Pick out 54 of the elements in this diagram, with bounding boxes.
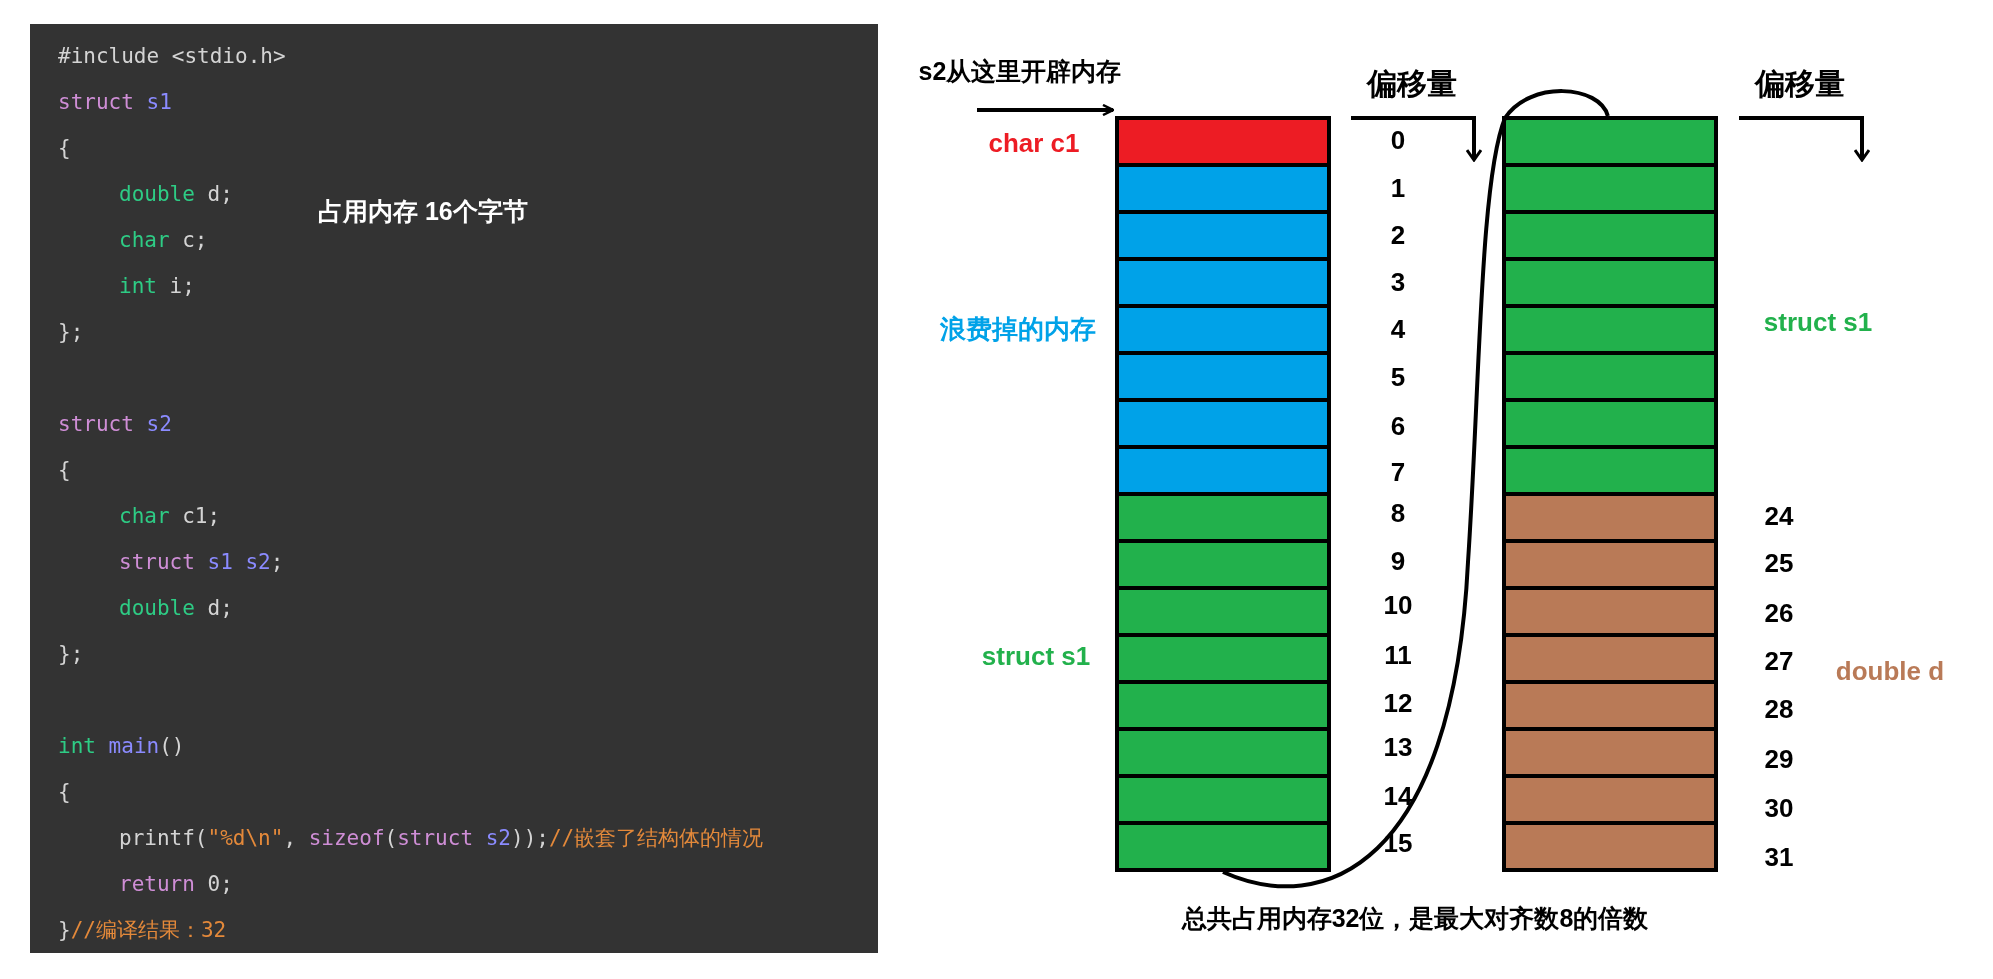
code-line: }; [58, 642, 84, 666]
offset-number: 0 [1390, 124, 1406, 156]
code-line: struct s1 [58, 90, 172, 114]
offset-number: 12 [1383, 687, 1413, 719]
offset-number: 1 [1390, 172, 1406, 204]
field-label: struct s1 [1763, 306, 1873, 338]
code-line: struct s2 [58, 412, 172, 436]
field-label: double d [1835, 655, 1945, 687]
offset-number: 28 [1764, 693, 1794, 725]
heading-text: s2从这里开辟内存 [918, 55, 1122, 87]
offset-number: 27 [1764, 645, 1794, 677]
code-line: double d; [119, 182, 233, 206]
offset-number: 8 [1390, 497, 1406, 529]
code-line: int i; [119, 274, 195, 298]
code-line: }//编译结果：32 [58, 917, 227, 944]
code-line: char c1; [119, 504, 221, 528]
code-line: int main() [58, 734, 185, 758]
offset-number: 13 [1383, 731, 1413, 763]
connector-curve [1222, 89, 1610, 888]
offset-number: 14 [1383, 780, 1413, 812]
offset-number: 11 [1384, 639, 1412, 671]
code-panel [30, 24, 878, 953]
summary-text: 总共占用内存32位，是最大对齐数8的倍数 [1181, 902, 1649, 934]
offset-number: 24 [1764, 500, 1794, 532]
offset-number: 26 [1764, 597, 1794, 629]
offset-number: 2 [1390, 219, 1406, 251]
code-line: char c; [119, 228, 208, 252]
offset-number: 31 [1764, 841, 1794, 873]
offset-heading: 偏移量 [1755, 65, 1845, 102]
offset-number: 4 [1390, 313, 1406, 345]
offset-heading: 偏移量 [1367, 65, 1457, 102]
offset-number: 3 [1390, 266, 1406, 298]
offset-number: 7 [1390, 456, 1406, 488]
code-line: double d; [119, 596, 233, 620]
offset-number: 10 [1383, 589, 1413, 621]
field-label: 浪费掉的内存 [940, 312, 1096, 346]
code-line: { [58, 780, 71, 804]
arrow [977, 103, 1115, 117]
code-line: #include <stdio.h> [58, 44, 286, 68]
offset-number: 5 [1390, 362, 1406, 393]
offset-number: 29 [1764, 743, 1794, 775]
note-text: 占用内存 16个字节 [318, 195, 528, 227]
offset-number: 30 [1764, 792, 1794, 824]
offset-number: 9 [1390, 545, 1406, 576]
offset-number: 25 [1764, 547, 1794, 579]
code-line: return 0; [119, 872, 233, 896]
code-line: printf("%d\n", sizeof(struct s2));//嵌套了结构体的情况 [119, 825, 764, 852]
code-line: { [58, 458, 71, 482]
field-label: struct s1 [981, 640, 1091, 672]
code-line: }; [58, 320, 84, 344]
field-label: char c1 [988, 127, 1080, 159]
code-line: struct s1 s2; [119, 550, 284, 574]
code-line: { [58, 136, 71, 160]
offset-number: 6 [1390, 410, 1406, 442]
